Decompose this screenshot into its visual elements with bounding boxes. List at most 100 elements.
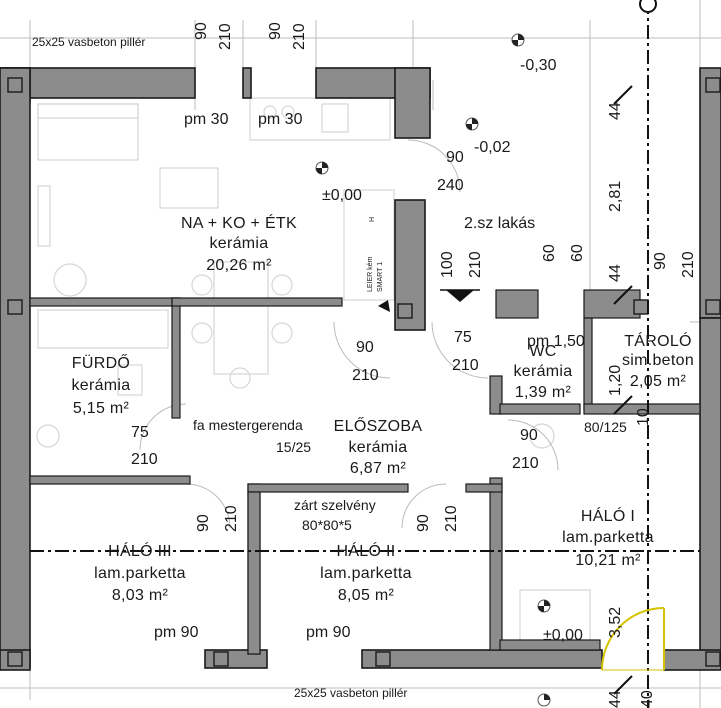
bath-top-wall xyxy=(29,297,181,307)
washing-machine xyxy=(117,364,143,396)
kitchen-sill-1: pm 30 xyxy=(184,111,229,128)
shaft-width: 100 xyxy=(439,251,456,278)
tv-cabinet xyxy=(37,185,51,247)
room-hall: ELŐSZOBA kerámia 6,87 m² xyxy=(334,416,422,477)
hob-icon xyxy=(263,105,277,119)
bed1-wall-bottom xyxy=(499,639,601,651)
column xyxy=(397,303,413,319)
columns xyxy=(7,77,721,667)
armchair xyxy=(159,167,219,209)
wc-bottom-wall xyxy=(499,403,581,415)
chair-icon xyxy=(271,274,293,296)
room-bed2: HÁLÓ II lam.parketta 8,05 m² xyxy=(320,541,411,604)
column xyxy=(375,651,391,667)
top-a-height: 210 xyxy=(217,23,234,50)
axis-lines xyxy=(30,0,700,708)
entry-width: 90 xyxy=(446,149,464,166)
room-area: 20,26 m² xyxy=(206,257,272,274)
room-bed3: HÁLÓ III lam.parketta 8,03 m² xyxy=(94,541,186,604)
column xyxy=(7,651,23,667)
bath-door-width: 75 xyxy=(131,424,149,441)
bed2-door-height: 210 xyxy=(443,505,460,532)
bathtub xyxy=(37,309,169,349)
level-marker-icon xyxy=(511,33,525,47)
storage-win-width: 60 xyxy=(541,244,558,262)
entry-height: 240 xyxy=(437,177,464,194)
bed1-window: 80/125 xyxy=(584,419,627,435)
boiler-label-2: SMART 1 xyxy=(377,262,384,292)
level-triangle-icon xyxy=(446,290,474,302)
room-floor: kerámia xyxy=(209,235,268,252)
neighbour-note: 2.sz lakás xyxy=(464,215,535,232)
room-name: FÜRDŐ xyxy=(72,353,130,372)
room-name: TÁROLÓ xyxy=(624,331,692,350)
column xyxy=(7,299,23,315)
pillar-note-bottom: 25x25 vasbeton pillér xyxy=(294,686,407,700)
bed3-door-width: 90 xyxy=(195,514,212,532)
sofa-back xyxy=(37,103,139,119)
level-marker-icon xyxy=(315,161,329,175)
level-marker-icon xyxy=(465,117,479,131)
wc-sill: pm 1,50 xyxy=(527,333,585,350)
room-floor: lam.parketta xyxy=(562,529,654,546)
level-entry: -0,02 xyxy=(474,139,511,156)
level-bedroom: ±0,00 xyxy=(543,627,583,644)
bed1-door-width: 90 xyxy=(520,427,538,444)
kitchen-pillar xyxy=(394,67,431,139)
room-area: 8,05 m² xyxy=(338,587,395,604)
living-door-height: 210 xyxy=(352,367,379,384)
column xyxy=(633,299,649,315)
room-storage: TÁROLÓ sim.beton 2,05 m² xyxy=(622,331,694,390)
chair-icon xyxy=(191,274,213,296)
top-b-height: 210 xyxy=(291,23,308,50)
bath-top-wall-c xyxy=(171,297,343,307)
bed3-door-height: 210 xyxy=(223,505,240,532)
storage-door-width: 90 xyxy=(652,252,669,270)
stair-icon xyxy=(343,189,395,301)
room-name: WC xyxy=(529,343,556,360)
wall-bottom-right xyxy=(361,649,603,669)
room-name: HÁLÓ II xyxy=(336,541,395,560)
room-name: NA + KO + ÉTK xyxy=(181,213,297,232)
wc-door-height: 210 xyxy=(452,357,479,374)
room-area: 5,15 m² xyxy=(73,400,130,417)
room-floor: lam.parketta xyxy=(94,565,186,582)
top-a-width: 90 xyxy=(193,22,210,40)
bed3-sill: pm 90 xyxy=(154,624,199,641)
wall-right-upper xyxy=(699,67,721,319)
storage-win2: 1,20 xyxy=(607,365,624,396)
bed2-left-wall xyxy=(465,483,503,493)
room-floor: kerámia xyxy=(348,439,407,456)
tube-note: zárt szelvény xyxy=(294,497,376,513)
hob-icon xyxy=(281,105,295,119)
level-outside: -0,30 xyxy=(520,57,557,74)
room-area: 8,03 m² xyxy=(112,587,169,604)
living-door-width: 90 xyxy=(356,339,374,356)
level-markers xyxy=(315,33,551,707)
wc-left-wall xyxy=(489,375,503,415)
wall-top-mid xyxy=(242,67,252,99)
storage-wall-top xyxy=(583,289,641,319)
dining-table xyxy=(213,261,269,375)
room-floor: sim.beton xyxy=(622,352,694,369)
corridor-wall-top xyxy=(247,483,409,493)
toilet-icon xyxy=(529,423,555,449)
room-bed1: HÁLÓ I lam.parketta 10,21 m² xyxy=(562,506,654,569)
bed1-door-swing xyxy=(507,419,559,471)
room-living: NA + KO + ÉTK kerámia 20,26 m² xyxy=(181,213,297,274)
boiler-label-1: LEIER kém xyxy=(367,256,374,292)
room-area: 1,39 m² xyxy=(515,384,572,401)
axis-44-mid: 44 xyxy=(607,264,624,282)
chair-icon xyxy=(271,322,293,344)
bath-door-height: 210 xyxy=(131,451,158,468)
beam-size: 15/25 xyxy=(276,439,311,455)
bed3-right-wall xyxy=(247,491,261,655)
shaft-height: 210 xyxy=(467,251,484,278)
axis-40: 40 xyxy=(639,690,656,708)
bed2-sill: pm 90 xyxy=(306,624,351,641)
section-marker-icon xyxy=(639,0,657,13)
door-swings xyxy=(139,139,559,529)
room-floor: kerámia xyxy=(513,363,572,380)
room-area: 6,87 m² xyxy=(350,460,407,477)
